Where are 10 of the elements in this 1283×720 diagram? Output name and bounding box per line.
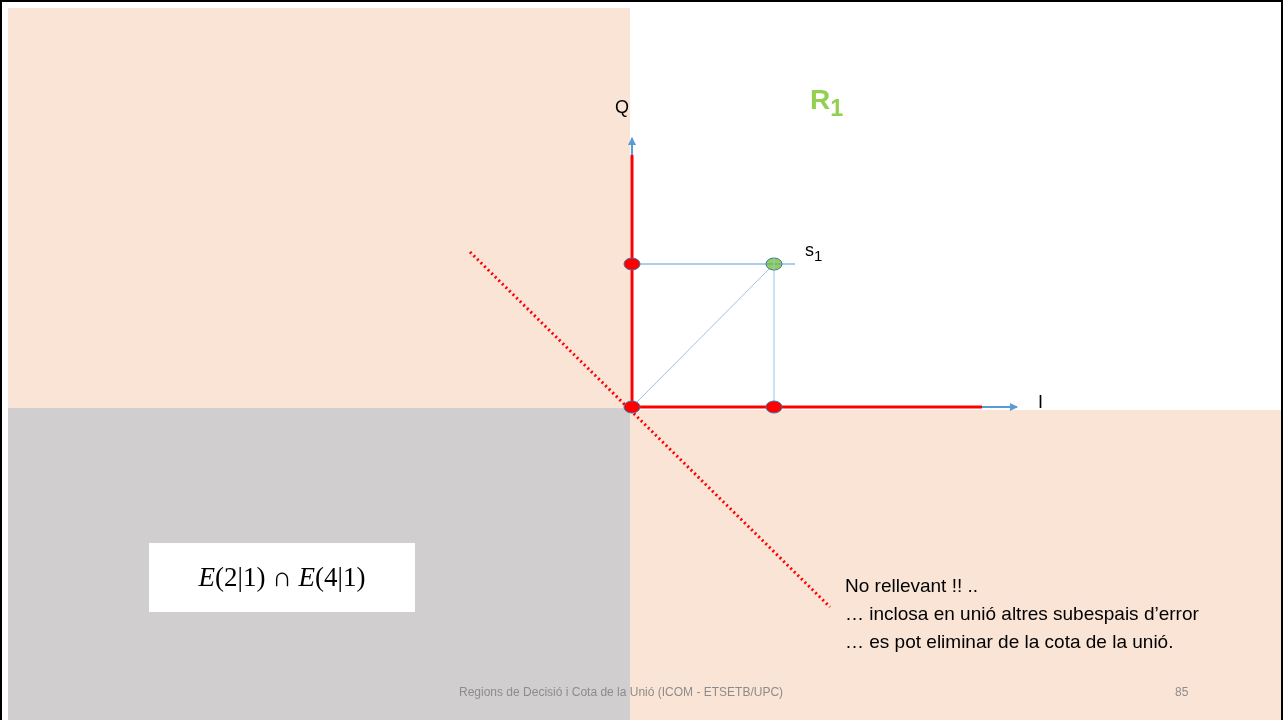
- axis-label: Q: [615, 97, 629, 118]
- note-text: … es pot eliminar de la cota de la unió.: [845, 631, 1174, 653]
- formula-text: E(2|1) ∩ E(4|1): [198, 562, 366, 593]
- region-label: R$_{1}$: [810, 84, 844, 122]
- note-text: … inclosa en unió altres subespais d’error: [845, 603, 1199, 625]
- point-label: s$_{1}$: [805, 240, 823, 264]
- axis-label: I: [1038, 392, 1043, 413]
- note-text: No rellevant !! ..: [845, 575, 979, 597]
- formula-box: [149, 543, 415, 612]
- page-number: 85: [1175, 685, 1189, 699]
